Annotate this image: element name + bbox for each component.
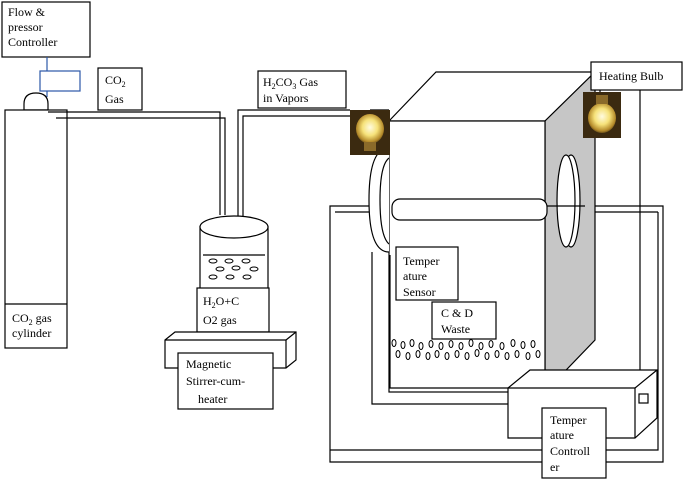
reaction-flask: H2O+C O2 gas — [196, 215, 270, 333]
co2-pipe — [48, 111, 226, 215]
flow-controller: Flow & pressor Controller — [1, 1, 91, 58]
h2co3-gas-label: H2CO3 Gas in Vapors — [257, 70, 347, 109]
svg-text:Sensor: Sensor — [403, 285, 436, 299]
svg-text:H2CO3 Gas: H2CO3 Gas — [263, 75, 318, 91]
flow-controller-label-2: pressor — [8, 20, 43, 34]
chamber-port-right — [556, 154, 581, 248]
vapor-pipe — [237, 109, 355, 216]
flow-controller-label-1: Flow & — [8, 5, 46, 19]
reaction-chamber — [387, 70, 597, 394]
pressure-regulator — [39, 57, 81, 97]
cylinder-label-2: cylinder — [12, 326, 51, 340]
svg-text:er: er — [550, 460, 559, 474]
svg-text:ature: ature — [550, 428, 574, 442]
flow-controller-label-3: Controller — [8, 35, 57, 49]
svg-text:Heating Bulb: Heating Bulb — [599, 69, 663, 83]
chamber-port-left — [368, 147, 390, 253]
temperature-sensor: Temper ature Sensor — [395, 246, 459, 301]
co2-gas-label: CO2 Gas — [97, 67, 143, 111]
heating-bulb-label: Heating Bulb — [590, 61, 683, 91]
co2-cylinder: CO2 gas cylinder — [4, 92, 68, 349]
svg-text:Waste: Waste — [441, 322, 470, 336]
cd-waste: C & D Waste — [431, 301, 497, 340]
flask-label: H2O+C — [203, 294, 239, 310]
svg-text:Magnetic: Magnetic — [186, 357, 231, 371]
flask-label-2: O2 gas — [203, 313, 237, 327]
bubbles-icon — [391, 339, 541, 360]
sensor-wire — [371, 252, 508, 405]
magnetic-stirrer: Magnetic Stirrer-cum- heater — [164, 331, 297, 410]
bubbles-icon — [208, 258, 259, 280]
temperature-controller: Temper ature Controll er — [507, 369, 658, 479]
svg-text:C & D: C & D — [441, 306, 473, 320]
svg-text:in Vapors: in Vapors — [263, 91, 309, 105]
svg-text:Temper: Temper — [403, 254, 439, 268]
svg-text:heater: heater — [198, 392, 227, 406]
svg-text:Controll: Controll — [550, 444, 591, 458]
svg-text:Temper: Temper — [550, 413, 586, 427]
svg-text:CO2: CO2 — [105, 73, 126, 89]
light-bulb-icon — [583, 92, 621, 138]
light-bulb-icon — [350, 110, 390, 155]
svg-text:Gas: Gas — [105, 92, 124, 106]
heating-rod — [391, 198, 585, 221]
cylinder-label: CO2 gas — [12, 311, 52, 327]
svg-text:ature: ature — [403, 269, 427, 283]
svg-text:Stirrer-cum-: Stirrer-cum- — [186, 374, 245, 388]
